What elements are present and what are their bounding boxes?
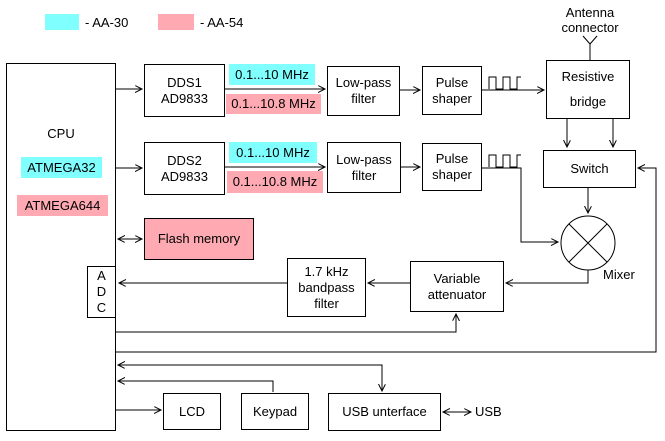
antenna-label-line2: connector: [561, 20, 619, 35]
freq-range-aa54-badge: 0.1...10.8 MHz: [226, 94, 321, 114]
arrow-keypad-to-cpu: [118, 381, 274, 392]
arrow-cpu-usb-interface: [118, 365, 382, 391]
usb-port-label: USB: [475, 404, 502, 419]
flash-memory-block: Flash memory: [144, 218, 254, 260]
dds2-line1: DDS2: [167, 152, 202, 168]
lowpass2-line2: filter: [351, 167, 377, 183]
arrow-mixer-to-attenuator: [506, 270, 589, 283]
cpu-chip-aa30-badge: ATMEGA32: [21, 157, 102, 178]
adc-block: A D C: [87, 266, 116, 318]
attenuator-line2: attenuator: [427, 286, 487, 302]
dds2-block: DDS2 AD9833: [144, 142, 225, 195]
legend-label-aa54: - AA-54: [200, 15, 244, 30]
pulse2-line1: Pulse: [435, 151, 469, 166]
arrow-cpu-to-attenuator: [116, 314, 456, 333]
bandpass-line2: bandpass: [298, 279, 355, 295]
cpu-chip-aa54-badge: ATMEGA644: [17, 195, 108, 216]
pulse-shaper1-block: Pulse shaper: [422, 66, 482, 115]
arrow-pulse2-to-mixer: [481, 167, 558, 242]
legend-swatch-aa54: [158, 14, 194, 30]
bandpass-line1: 1.7 kHz: [304, 263, 349, 279]
switch-block: Switch: [543, 150, 636, 188]
mixer-label: Mixer: [603, 267, 635, 282]
resistive-bridge-block: Resistive bridge: [546, 60, 630, 119]
usb-interface-block: USB unterface: [328, 393, 441, 431]
bandpass-line3: filter: [314, 295, 339, 311]
lcd-block: LCD: [163, 393, 221, 430]
bridge-line1: Resistive: [561, 69, 615, 84]
arrow-cpu-to-switch: [116, 168, 657, 353]
cpu-label: CPU: [47, 126, 75, 141]
pulse1-line2: shaper: [432, 90, 472, 106]
legend-label-aa30: - AA-30: [85, 15, 129, 30]
dds2-line2: AD9833: [161, 168, 208, 184]
lowpass1-line2: filter: [351, 91, 376, 106]
attenuator-line1: Variable: [433, 270, 481, 286]
lowpass1-line1: Low-pass: [335, 75, 392, 90]
legend-swatch-aa30: [45, 14, 79, 30]
bandpass-filter-block: 1.7 kHz bandpass filter: [287, 258, 366, 317]
dds1-line2: AD9833: [161, 90, 208, 106]
freq-range-aa54-badge: 0.1...10.8 MHz: [227, 171, 323, 193]
keypad-block: Keypad: [241, 393, 309, 430]
lowpass2-line1: Low-pass: [336, 151, 392, 167]
lowpass-filter1-block: Low-pass filter: [327, 66, 400, 116]
adc-letter-d: D: [96, 284, 107, 299]
adc-letter-c: C: [96, 300, 107, 315]
dds1-block: DDS1 AD9833: [144, 64, 225, 117]
antenna-symbol-icon: [582, 35, 598, 60]
variable-attenuator-block: Variable attenuator: [410, 261, 504, 312]
mixer-symbol: [560, 215, 616, 271]
bridge-line2: bridge: [569, 94, 607, 109]
pulse1-line1: Pulse: [435, 74, 469, 90]
freq-range-aa30-badge: 0.1...10 MHz: [229, 64, 315, 85]
adc-letter-a: A: [97, 268, 106, 283]
dds1-line1: DDS1: [167, 74, 202, 90]
pulse2-line2: shaper: [432, 167, 472, 182]
square-wave-icon: [488, 154, 521, 168]
freq-range-aa30-badge: 0.1...10 MHz: [229, 142, 317, 163]
cpu-block: [6, 63, 116, 431]
pulse-shaper2-block: Pulse shaper: [422, 143, 482, 191]
lowpass-filter2-block: Low-pass filter: [327, 142, 401, 193]
antenna-label-line1: Antenna: [565, 5, 615, 20]
square-wave-icon: [488, 76, 521, 90]
antenna-connector-label: Antenna connector: [546, 5, 634, 35]
